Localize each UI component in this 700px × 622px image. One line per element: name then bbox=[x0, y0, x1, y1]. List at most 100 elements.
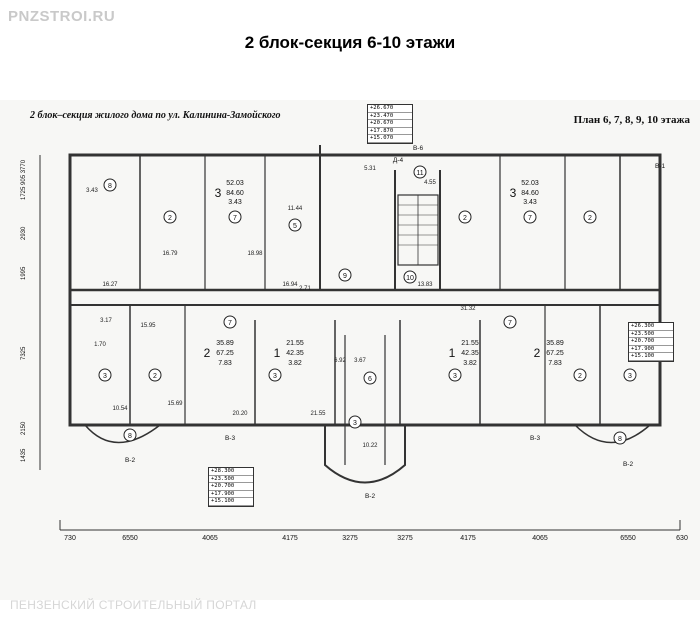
svg-text:1.70: 1.70 bbox=[94, 342, 106, 348]
svg-text:7: 7 bbox=[228, 320, 232, 327]
room-markers bbox=[98, 165, 637, 445]
svg-text:2: 2 bbox=[204, 346, 211, 360]
svg-text:В-3: В-3 bbox=[225, 435, 236, 442]
svg-text:2: 2 bbox=[168, 215, 172, 222]
svg-text:3275: 3275 bbox=[397, 535, 413, 542]
svg-text:16.27: 16.27 bbox=[102, 282, 118, 288]
svg-text:4065: 4065 bbox=[532, 535, 548, 542]
svg-text:1: 1 bbox=[274, 346, 281, 360]
svg-text:3: 3 bbox=[273, 373, 277, 380]
levels-box-center: +26.670 +23.470 +20.670 +17.870 +15.070 bbox=[367, 104, 413, 144]
svg-text:3: 3 bbox=[510, 186, 517, 200]
svg-text:1435: 1435 bbox=[21, 448, 27, 462]
svg-text:10.54: 10.54 bbox=[112, 406, 128, 412]
svg-text:4175: 4175 bbox=[460, 535, 476, 542]
axis-labels: В-1 В-2 В-2 В-2 В-3 В-3 В-6 Д-4 bbox=[125, 145, 666, 500]
sheet-plan-label: План 6, 7, 8, 9, 10 этажа bbox=[573, 114, 690, 126]
svg-text:2: 2 bbox=[578, 373, 582, 380]
svg-text:5: 5 bbox=[293, 223, 297, 230]
svg-text:3.17: 3.17 bbox=[100, 318, 112, 324]
svg-text:5.31: 5.31 bbox=[364, 166, 376, 172]
apartment-labels: 52.03 84.60 3.43 3 52.03 84.60 3.43 3 35… bbox=[204, 180, 564, 367]
svg-text:67.25: 67.25 bbox=[546, 350, 564, 357]
svg-text:В-2: В-2 bbox=[125, 457, 136, 464]
svg-text:2: 2 bbox=[463, 215, 467, 222]
svg-text:52.03: 52.03 bbox=[521, 180, 539, 187]
levels-box-left: +28.300 +23.500 +20.700 +17.900 +15.100 bbox=[208, 467, 254, 507]
svg-text:16.79: 16.79 bbox=[162, 251, 178, 257]
svg-text:6.92: 6.92 bbox=[334, 358, 346, 364]
svg-text:1: 1 bbox=[449, 346, 456, 360]
svg-text:35.89: 35.89 bbox=[546, 340, 564, 347]
svg-text:3275: 3275 bbox=[342, 535, 358, 542]
svg-text:10.22: 10.22 bbox=[362, 443, 378, 449]
svg-text:1725 905 3770: 1725 905 3770 bbox=[21, 159, 27, 200]
svg-text:4.55: 4.55 bbox=[424, 180, 436, 186]
svg-text:3.67: 3.67 bbox=[354, 358, 366, 364]
svg-text:7: 7 bbox=[528, 215, 532, 222]
svg-text:42.35: 42.35 bbox=[286, 350, 304, 357]
svg-text:15.69: 15.69 bbox=[167, 401, 183, 407]
page-title: 2 блок-секция 6-10 этажи bbox=[244, 33, 456, 52]
svg-text:8: 8 bbox=[128, 433, 132, 440]
svg-text:630: 630 bbox=[676, 535, 688, 542]
svg-text:В-2: В-2 bbox=[623, 461, 634, 468]
svg-text:7325: 7325 bbox=[21, 346, 27, 360]
svg-text:6550: 6550 bbox=[122, 535, 138, 542]
bottom-dimensions: 730 6550 4065 4175 3275 3275 4175 4065 6… bbox=[64, 535, 688, 542]
svg-text:31.32: 31.32 bbox=[460, 306, 476, 312]
svg-text:42.35: 42.35 bbox=[461, 350, 479, 357]
svg-text:35.89: 35.89 bbox=[216, 340, 234, 347]
svg-text:20.20: 20.20 bbox=[232, 411, 248, 417]
svg-text:16.94: 16.94 bbox=[282, 282, 298, 288]
svg-text:6: 6 bbox=[368, 376, 372, 383]
svg-text:3: 3 bbox=[103, 373, 107, 380]
svg-text:3.43: 3.43 bbox=[86, 188, 98, 194]
svg-text:3.43: 3.43 bbox=[228, 199, 242, 206]
svg-text:3: 3 bbox=[453, 373, 457, 380]
svg-text:84.60: 84.60 bbox=[521, 190, 539, 197]
room-areas: 16.79 18.98 11.44 16.27 16.94 2.71 13.83… bbox=[86, 166, 476, 449]
svg-text:В-2: В-2 bbox=[365, 493, 376, 500]
svg-text:7.83: 7.83 bbox=[548, 360, 562, 367]
svg-text:18.98: 18.98 bbox=[247, 251, 263, 257]
svg-text:84.60: 84.60 bbox=[226, 190, 244, 197]
watermark-bottom: ПЕНЗЕНСКИЙ СТРОИТЕЛЬНЫЙ ПОРТАЛ bbox=[10, 598, 257, 612]
svg-text:8: 8 bbox=[108, 183, 112, 190]
svg-text:3.82: 3.82 bbox=[463, 360, 477, 367]
svg-text:21.55: 21.55 bbox=[286, 340, 304, 347]
left-dimensions: 1435 2150 7325 1995 2930 1725 905 3770 bbox=[21, 159, 27, 462]
svg-text:21.55: 21.55 bbox=[310, 411, 326, 417]
svg-text:10: 10 bbox=[406, 275, 414, 282]
svg-text:3: 3 bbox=[215, 186, 222, 200]
svg-text:7.83: 7.83 bbox=[218, 360, 232, 367]
svg-text:В-6: В-6 bbox=[413, 145, 424, 152]
svg-text:2150: 2150 bbox=[21, 421, 27, 435]
svg-text:2: 2 bbox=[588, 215, 592, 222]
svg-text:В-1: В-1 bbox=[655, 163, 666, 170]
svg-text:9: 9 bbox=[343, 273, 347, 280]
svg-text:7: 7 bbox=[233, 215, 237, 222]
svg-text:2930: 2930 bbox=[21, 226, 27, 240]
svg-text:11.44: 11.44 bbox=[288, 206, 303, 212]
svg-text:730: 730 bbox=[64, 535, 76, 542]
svg-text:15.95: 15.95 bbox=[140, 323, 156, 329]
svg-text:67.25: 67.25 bbox=[216, 350, 234, 357]
sheet-caption: 2 блок–секция жилого дома по ул. Калинин… bbox=[30, 110, 281, 121]
drawing-sheet bbox=[0, 100, 700, 600]
svg-text:52.03: 52.03 bbox=[226, 180, 244, 187]
svg-text:1995: 1995 bbox=[21, 266, 27, 280]
svg-text:13.83: 13.83 bbox=[417, 282, 433, 288]
watermark-top: PNZSTROI.RU bbox=[8, 8, 116, 25]
svg-text:3.43: 3.43 bbox=[523, 199, 537, 206]
levels-box-right: +26.300 +23.500 +20.700 +17.900 +15.100 bbox=[628, 322, 674, 362]
svg-text:11: 11 bbox=[416, 170, 423, 177]
svg-text:3: 3 bbox=[628, 373, 632, 380]
svg-text:8: 8 bbox=[618, 436, 622, 443]
svg-text:4175: 4175 bbox=[282, 535, 298, 542]
svg-text:2.71: 2.71 bbox=[299, 286, 311, 292]
svg-text:4065: 4065 bbox=[202, 535, 218, 542]
svg-text:6550: 6550 bbox=[620, 535, 636, 542]
svg-text:2: 2 bbox=[153, 373, 157, 380]
svg-text:В-3: В-3 bbox=[530, 435, 541, 442]
